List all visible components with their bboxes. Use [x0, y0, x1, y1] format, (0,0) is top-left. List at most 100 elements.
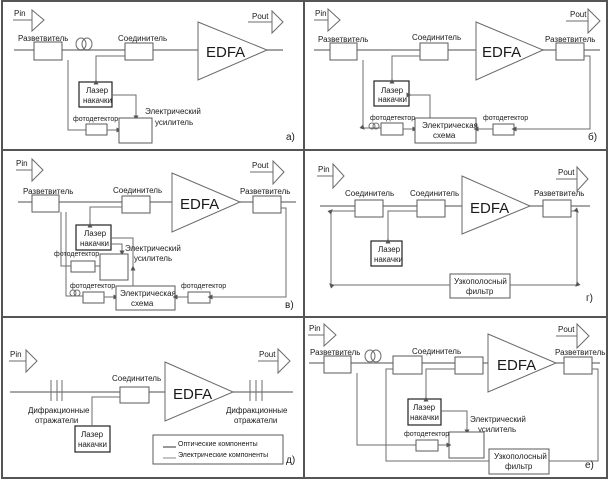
photodetector-box [85, 123, 108, 136]
pout-label: Pout [558, 168, 575, 177]
coupler-box [354, 199, 384, 218]
photodetector-label: фотодетектор [73, 116, 118, 123]
edfa-label: EDFA [173, 386, 212, 403]
pump-laser-label: накачки [83, 96, 112, 105]
photodetector-box [492, 123, 515, 136]
coupler-label: Соединитель [113, 186, 162, 195]
splitter-box [33, 41, 63, 61]
panel-tag: б) [588, 131, 597, 143]
edfa-label: EDFA [482, 44, 521, 61]
bragg-grating-icon [249, 380, 263, 401]
bragg-grating-icon [50, 380, 63, 401]
photodetector-label: фотодетектор [404, 431, 449, 438]
amplifier-label: усилитель [478, 425, 516, 434]
fiber-coil-icon [75, 37, 93, 51]
filter-label: Узкополосный [494, 452, 547, 461]
input-arrow-icon [25, 348, 38, 374]
amplifier-label: Электрический [145, 107, 201, 116]
edfa-amplifier [461, 175, 532, 235]
amplifier-label: Электрический [125, 244, 181, 253]
coupler-label: Соединитель [412, 347, 461, 356]
fiber-coil-icon [364, 349, 382, 363]
input-arrow-icon [327, 7, 341, 33]
coupler-box [121, 195, 151, 214]
grating-label: отражатели [35, 416, 78, 425]
edfa-label: EDFA [497, 357, 536, 374]
pump-laser-label: Лазер [86, 86, 109, 95]
photodetector-box [70, 260, 96, 273]
coupler-label: Соединитель [412, 33, 461, 42]
output-arrow-icon [587, 7, 601, 35]
photodetector-box [82, 291, 105, 304]
splitter-label: Разветвитель [555, 348, 605, 357]
coupler-label: Соединитель [112, 374, 161, 383]
panel-tag: д) [286, 455, 295, 466]
electrical-circuit-box [115, 285, 176, 311]
electrical-amplifier-box [99, 253, 129, 281]
edfa-amplifier [475, 21, 545, 81]
pout-indicator: Pout [248, 9, 284, 35]
narrowband-filter-box [488, 448, 550, 475]
pump-laser-label: Лазер [84, 229, 107, 238]
legend-item: Электрические компоненты [178, 452, 268, 459]
splitter-label: Разветвитель [545, 35, 595, 44]
pump-laser-label: накачки [80, 239, 109, 248]
splitter-box [31, 194, 60, 213]
output-arrow-icon [271, 9, 284, 35]
electrical-amplifier-box [448, 431, 485, 459]
splitter-box [563, 356, 593, 375]
panel-tag: е) [585, 460, 594, 471]
pout-label: Pout [259, 350, 276, 359]
edfa-amplifier [164, 361, 235, 422]
output-arrow-icon [272, 159, 285, 186]
edfa-amplifier [197, 21, 269, 81]
pin-label: Pin [16, 159, 28, 168]
grating-label: отражатели [234, 416, 277, 425]
pin-label: Pin [309, 324, 321, 333]
coupler-box [392, 355, 423, 375]
grating-label: Дифракционные [226, 406, 288, 415]
grating-label: Дифракционные [28, 406, 90, 415]
input-arrow-icon [31, 8, 45, 33]
pump-laser-box [74, 425, 111, 453]
photodetector-box [415, 439, 439, 452]
panel-tag: а) [286, 132, 295, 143]
photodetector-box [380, 122, 404, 136]
pin-label: Pin [14, 9, 26, 18]
panel-c: Pin Pout Разветвитель Соединитель EDFA Р… [16, 157, 296, 311]
splitter-box [252, 195, 282, 214]
pump-laser-box [407, 398, 442, 426]
splitter-box [329, 42, 358, 61]
pump-laser-label: Лазер [381, 86, 404, 95]
photodetector-label: фотодетектор [54, 251, 99, 258]
pin-label: Pin [315, 9, 327, 18]
edfa-amplifier [171, 172, 242, 233]
edfa-label: EDFA [180, 196, 219, 213]
pump-laser-label: накачки [374, 255, 403, 264]
edfa-label: EDFA [206, 44, 245, 61]
splitter-box [555, 42, 585, 61]
splitter-label: Разветвитель [240, 187, 290, 196]
circuit-label: Электрическая [120, 289, 176, 298]
fiber-coil-icon [69, 289, 81, 297]
photodetector-label: фотодетектор [370, 115, 415, 122]
photodetector-label: фотодетектор [181, 283, 226, 290]
pin-label: Pin [318, 165, 330, 174]
output-arrow-icon [576, 322, 590, 350]
photodetector-label: фотодетектор [70, 283, 115, 290]
input-arrow-icon [332, 162, 345, 190]
circuit-label: схема [433, 131, 456, 140]
filter-label: фильтр [505, 462, 533, 471]
input-arrow-icon [31, 157, 44, 183]
coupler-box [419, 42, 449, 61]
panel-f: Pin Pout Разветвитель Соединитель EDFA Р… [308, 322, 605, 475]
amplifier-label: усилитель [134, 254, 172, 263]
output-arrow-icon [576, 165, 589, 193]
splitter-box [323, 355, 352, 374]
edfa-amplifier [487, 333, 558, 393]
splitter-label: Разветвитель [310, 348, 360, 357]
pin-label: Pin [10, 350, 22, 359]
pump-laser-box [78, 81, 113, 108]
panel-e: Pin Pout Дифракционные отражатели Соедин… [9, 347, 295, 466]
